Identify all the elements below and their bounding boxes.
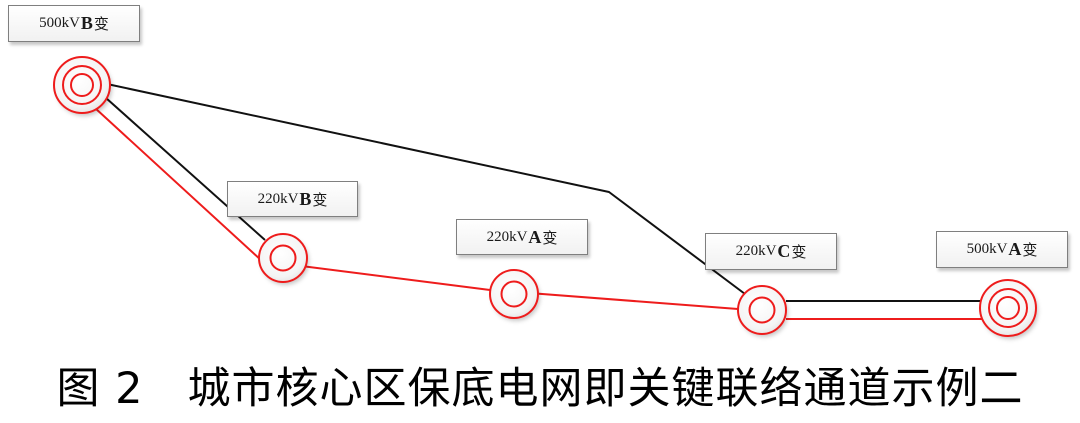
station-suffix: 变 — [1022, 243, 1038, 259]
red-line-group — [94, 107, 983, 320]
substation-icon — [738, 286, 786, 334]
station-suffix: 变 — [791, 245, 807, 261]
substation-ring-icon — [748, 296, 776, 324]
station-suffix: 变 — [542, 230, 558, 247]
substation-ring-icon — [258, 233, 308, 283]
station-letter: B — [299, 188, 312, 209]
substation-ring-icon — [62, 65, 102, 105]
substation-ring-icon — [53, 56, 111, 114]
station-letter: B — [80, 13, 93, 33]
substation-ring-icon — [988, 288, 1028, 328]
substation-icon — [490, 270, 538, 318]
substation-ring-icon — [979, 279, 1037, 337]
station-suffix: 变 — [93, 17, 109, 33]
voltage-text: 220kV — [735, 243, 777, 259]
substation-node-220kvc — [737, 285, 787, 335]
substation-ring-icon — [500, 280, 528, 308]
station-letter: C — [777, 241, 791, 261]
substation-icon — [259, 234, 307, 282]
substation-ring-icon — [737, 285, 787, 335]
substation-ring-icon — [269, 244, 297, 272]
voltage-text: 500kV — [39, 15, 80, 31]
figure-number: 图 2 — [56, 364, 144, 414]
substation-node-group — [53, 56, 1037, 337]
voltage-text: 220kV — [486, 228, 528, 245]
voltage-text: 500kV — [966, 241, 1008, 257]
station-suffix: 变 — [312, 192, 328, 209]
black-transmission-line — [105, 97, 266, 241]
red-transmission-line — [94, 107, 739, 310]
substation-ring-icon — [70, 73, 94, 97]
substation-ring-icon — [996, 296, 1020, 320]
station-letter: A — [528, 226, 542, 247]
figure-caption: 图 2 城市核心区保底电网即关键联络通道示例二 — [0, 355, 1080, 415]
grid-network-diagram — [53, 56, 1037, 337]
substation-node-500kvb — [53, 56, 111, 114]
substation-node-220kvb — [258, 233, 308, 283]
black-transmission-line — [106, 83, 746, 295]
station-letter: A — [1008, 239, 1022, 259]
substation-ring-icon — [489, 269, 539, 319]
substation-node-500kva — [979, 279, 1037, 337]
figure-title: 城市核心区保底电网即关键联络通道示例二 — [187, 364, 1024, 414]
voltage-text: 220kV — [257, 190, 299, 207]
substation-node-220kva — [489, 269, 539, 319]
